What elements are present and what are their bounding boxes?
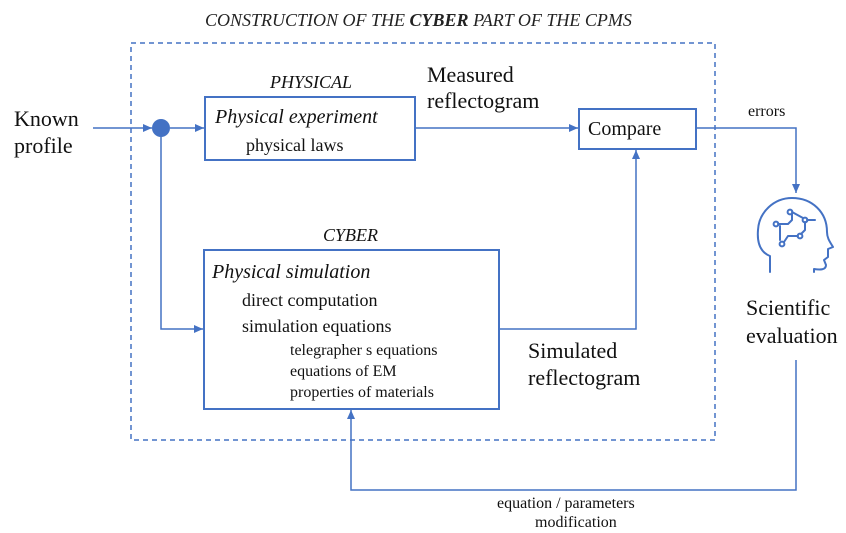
simulated-line1: Simulated [528, 338, 618, 363]
physical-laws-label: physical laws [246, 135, 344, 155]
cyber-line-simulation: simulation equations [242, 316, 392, 336]
cyber-subline-em: equations of EM [290, 363, 397, 380]
title-bold: CYBER [409, 10, 469, 30]
arrow-feedback [347, 360, 797, 491]
cyber-boundary [130, 42, 716, 441]
ai-head-icon [756, 197, 834, 273]
known-profile-line2: profile [14, 133, 73, 158]
diagram-title: CONSTRUCTION OF THE CYBER PART OF THE CP… [205, 11, 632, 29]
physical-simulation-title: Physical simulation [212, 261, 371, 283]
errors-label: errors [748, 103, 786, 120]
title-suffix: PART OF THE CPMS [468, 10, 632, 30]
arrow-node-to-simulation [160, 137, 203, 333]
cyber-subline-telegrapher: telegrapher s equations [290, 342, 438, 359]
junction-node [152, 119, 170, 137]
cyber-header: CYBER [323, 225, 379, 245]
physical-experiment-box [204, 96, 416, 161]
physical-header: PHYSICAL [270, 72, 353, 92]
title-prefix: CONSTRUCTION OF THE [205, 10, 410, 30]
cyber-subline-materials: properties of materials [290, 384, 434, 401]
compare-label: Compare [588, 118, 662, 140]
physical-simulation-box [203, 249, 500, 410]
physical-experiment-title: Physical experiment [215, 106, 378, 128]
measured-line2: reflectogram [427, 88, 540, 113]
compare-box [578, 108, 697, 150]
arrow-compare-to-evaluation [696, 127, 800, 193]
feedback-line2: modification [535, 514, 617, 531]
cyber-line-direct: direct computation [242, 290, 378, 310]
feedback-line1: equation / parameters [497, 495, 635, 512]
simulated-line2: reflectogram [528, 365, 641, 390]
evaluation-line1: Scientific [746, 295, 831, 320]
evaluation-line2: evaluation [746, 323, 838, 348]
measured-line1: Measured [427, 62, 514, 87]
arrow-simulation-to-compare [499, 150, 640, 330]
known-profile-line1: Known [14, 106, 79, 131]
